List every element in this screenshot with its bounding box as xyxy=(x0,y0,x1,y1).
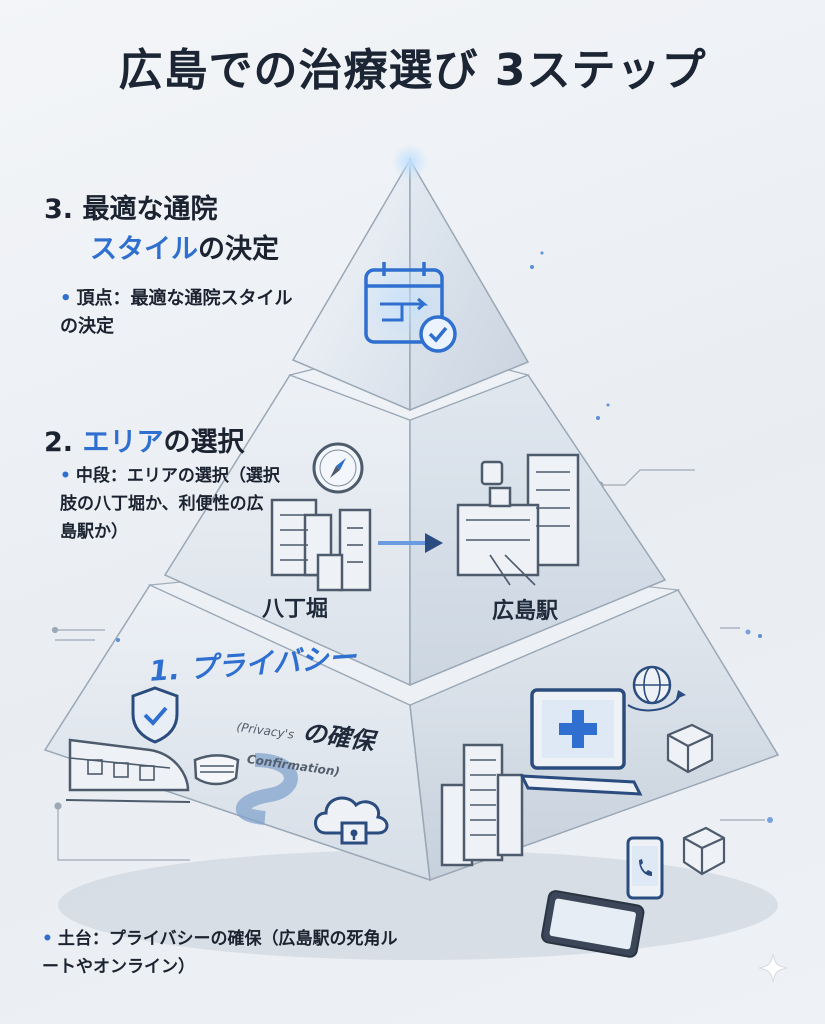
step3-bullet: 頂点：最適な通院スタイルの決定 xyxy=(60,285,300,341)
decor-dots xyxy=(116,251,762,642)
mask-icon xyxy=(193,754,240,786)
step3-heading-suffix: の決定 xyxy=(198,234,279,265)
smartphone-icon xyxy=(626,836,664,900)
tablet-icon xyxy=(541,890,645,958)
step3-bullet-text: 頂点：最適な通院スタイルの決定 xyxy=(60,288,293,337)
calendar-check-icon xyxy=(354,256,457,353)
train-icon xyxy=(65,738,191,803)
step2-bullet: 中段：エリアの選択（選択肢の八丁堀か、利便性の広島駅か） xyxy=(60,462,280,546)
step2-heading-accent: エリア xyxy=(82,427,164,458)
sparkle-icon xyxy=(758,953,788,983)
step1-english-open: (Privacy's xyxy=(235,719,295,742)
label-hatchobori: 八丁堀 xyxy=(262,597,329,622)
arrow-right-icon xyxy=(378,533,443,553)
step2-heading: 2. エリアの選択 xyxy=(44,420,244,459)
package-icon xyxy=(666,723,726,876)
step1-bullet: 土台：プライバシーの確保（広島駅の死角ルートやオンライン） xyxy=(42,925,402,981)
step1-bullet-text: 土台：プライバシーの確保（広島駅の死角ルートやオンライン） xyxy=(42,929,398,977)
step2-heading-prefix: 2. xyxy=(44,427,83,458)
globe-arrows-icon xyxy=(627,665,686,712)
step3-heading: 3. 最適な通院 スタイルの決定 xyxy=(44,190,279,270)
cloud-lock-icon xyxy=(314,796,389,845)
step2-heading-suffix: の選択 xyxy=(163,427,245,458)
step3-heading-prefix: 3. 最適な通院 xyxy=(44,194,218,225)
page-title: 広島での治療選び 3ステップ xyxy=(118,45,707,96)
label-hiroshima-station: 広島駅 xyxy=(492,599,559,624)
apex-glow xyxy=(392,144,428,180)
office-building-icon-lower xyxy=(440,743,524,867)
laptop-medical-icon xyxy=(519,688,643,796)
step2-bullet-text: 中段：エリアの選択（選択肢の八丁堀か、利便性の広島駅か） xyxy=(60,466,280,542)
shield-check-icon xyxy=(131,686,179,744)
step3-heading-accent: スタイル xyxy=(90,234,198,265)
station-building-icon xyxy=(456,453,580,586)
road-icon xyxy=(236,753,298,825)
compass-icon xyxy=(312,442,364,494)
